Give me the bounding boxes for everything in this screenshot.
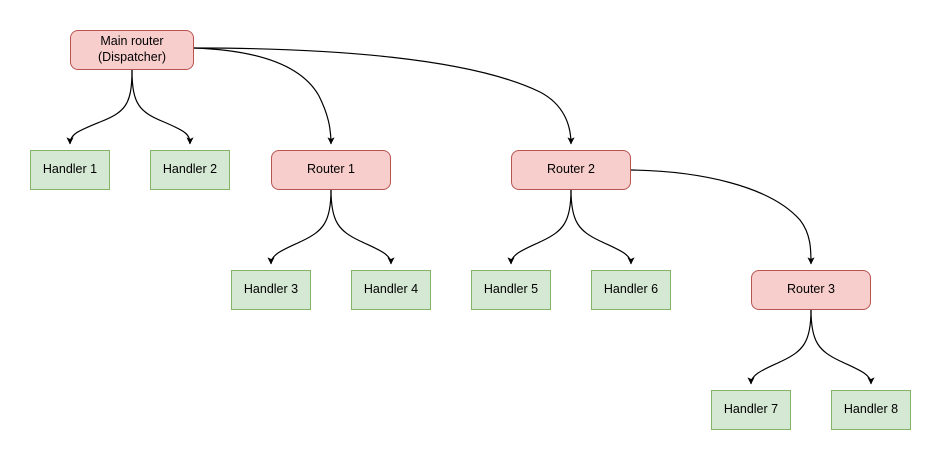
edge-router-3-to-handler-8 <box>810 309 875 385</box>
node-main-router[interactable]: Main router (Dispatcher) <box>70 30 194 70</box>
node-handler-7[interactable]: Handler 7 <box>711 390 791 430</box>
edge-router-2-to-handler-6 <box>570 189 635 265</box>
node-label-handler-6: Handler 6 <box>603 282 659 297</box>
node-label-handler-4: Handler 4 <box>363 282 419 297</box>
node-router-1[interactable]: Router 1 <box>271 150 391 190</box>
edge-router-3-to-handler-7 <box>747 309 812 385</box>
node-label-handler-3: Handler 3 <box>243 282 299 297</box>
edge-router-2-to-handler-5 <box>507 189 572 265</box>
node-handler-2[interactable]: Handler 2 <box>150 150 230 190</box>
edge-main-to-handler-2 <box>131 69 194 145</box>
node-handler-1[interactable]: Handler 1 <box>30 150 110 190</box>
edge-main-to-router-2 <box>193 47 575 145</box>
node-handler-6[interactable]: Handler 6 <box>591 270 671 310</box>
edge-router-1-to-handler-4 <box>330 189 395 265</box>
node-handler-3[interactable]: Handler 3 <box>231 270 311 310</box>
node-label-handler-2: Handler 2 <box>162 162 218 177</box>
node-label-router-2: Router 2 <box>547 162 595 177</box>
node-handler-4[interactable]: Handler 4 <box>351 270 431 310</box>
node-handler-8[interactable]: Handler 8 <box>831 390 911 430</box>
node-handler-5[interactable]: Handler 5 <box>471 270 551 310</box>
edge-main-to-handler-1 <box>66 69 133 145</box>
node-label-handler-5: Handler 5 <box>483 282 539 297</box>
edge-router-2-to-router-3 <box>630 169 815 265</box>
node-label-router-1: Router 1 <box>307 162 355 177</box>
node-label-handler-7: Handler 7 <box>723 402 779 417</box>
edge-router-1-to-handler-3 <box>267 189 332 265</box>
edge-main-to-router-1 <box>193 47 335 145</box>
edges-group <box>66 47 875 385</box>
node-label-router-3: Router 3 <box>787 282 835 297</box>
node-router-3[interactable]: Router 3 <box>751 270 871 310</box>
node-label-handler-8: Handler 8 <box>843 402 899 417</box>
node-label-main-router: Main router (Dispatcher) <box>97 34 167 64</box>
node-router-2[interactable]: Router 2 <box>511 150 631 190</box>
node-label-handler-1: Handler 1 <box>42 162 98 177</box>
